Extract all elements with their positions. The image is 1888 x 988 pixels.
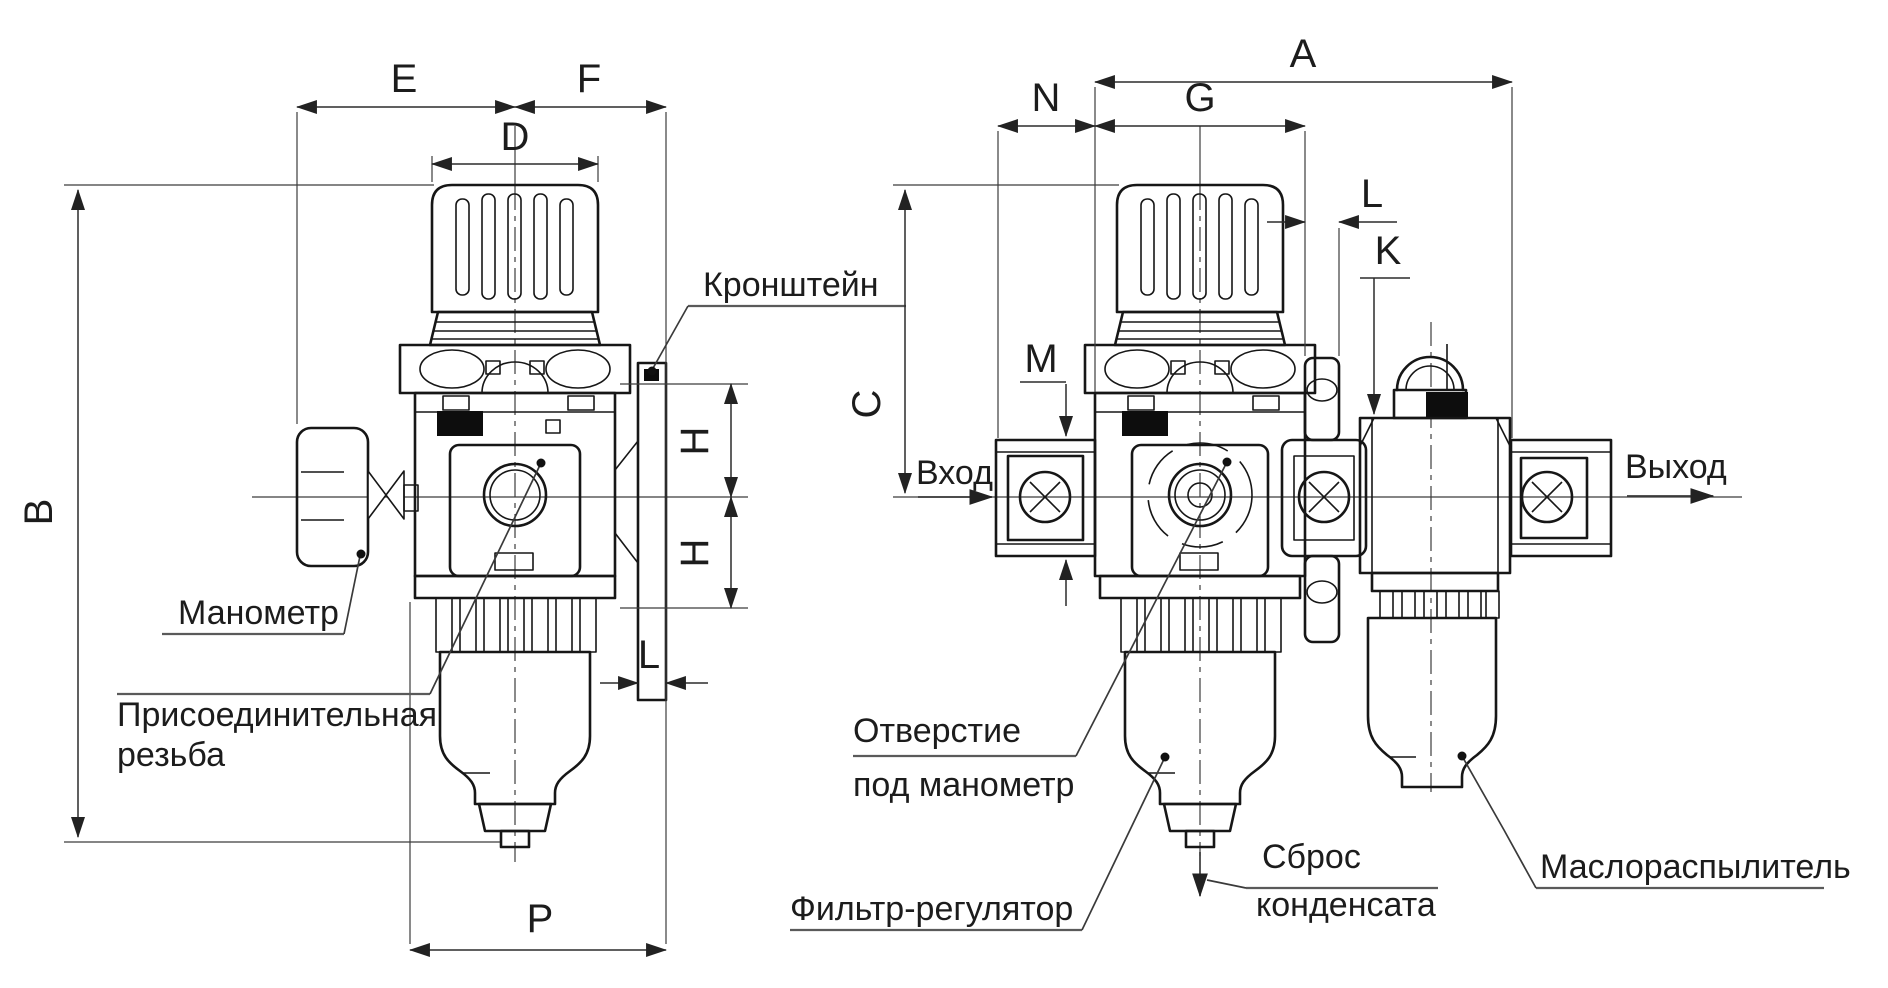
left-drain-boss	[477, 802, 553, 833]
left-filter-bowl	[438, 650, 592, 849]
label-thread-line2: резьба	[117, 736, 225, 774]
left-body-black-port	[437, 411, 483, 436]
lubricator-bowl	[1366, 616, 1498, 789]
left-adjustment-knob	[430, 183, 600, 314]
dim-label-b: B	[17, 499, 61, 526]
right-centerlines	[893, 126, 1742, 856]
inlet-screw-icon	[1018, 470, 1072, 524]
left-view-filter-regulator: E F D B H H L P	[17, 57, 906, 957]
dim-label-d: D	[501, 115, 530, 159]
right-sight-window	[1167, 462, 1233, 528]
right-annotations: Отверстие под манометр Фильтр-регулятор …	[790, 457, 1851, 932]
gauge-valve-icon	[367, 470, 387, 520]
left-drain-stem	[499, 829, 531, 849]
dim-label-n: N	[1032, 76, 1061, 120]
dim-label-f: F	[577, 57, 601, 101]
label-condensate-line1: Сброс	[1262, 838, 1361, 876]
left-dimensions: E F D B H H L P	[17, 57, 748, 957]
dim-label-a: A	[1290, 32, 1317, 76]
dim-label-g: G	[1184, 76, 1215, 120]
dim-label-m: M	[1024, 337, 1057, 381]
label-gauge-port-line1: Отверстие	[853, 712, 1021, 750]
left-sight-window	[482, 462, 548, 528]
label-outlet: Выход	[1625, 448, 1727, 486]
left-pressure-gauge	[295, 426, 419, 568]
dim-label-h-top: H	[673, 427, 717, 456]
label-lubricator: Маслораспылитель	[1540, 848, 1851, 886]
left-regulator-body	[413, 391, 639, 578]
junction-block	[1280, 438, 1368, 558]
dim-label-h-bottom: H	[673, 539, 717, 568]
label-gauge: Манометр	[178, 594, 339, 632]
left-annotations: Кронштейн Манометр Присоединительная рез…	[117, 266, 906, 774]
outlet-port	[1509, 438, 1613, 558]
label-condensate-line2: конденсата	[1256, 886, 1436, 924]
right-dimensions: A N G L K M C	[845, 32, 1514, 606]
label-filter-regulator: Фильтр-регулятор	[790, 890, 1073, 928]
outlet-screw-icon	[1520, 470, 1574, 524]
dim-label-k: K	[1375, 229, 1402, 273]
lubricator-dome	[1395, 355, 1465, 392]
dim-label-l-right: L	[1361, 172, 1383, 216]
dim-label-c: C	[845, 390, 889, 419]
label-thread-line1: Присоединительная	[117, 696, 437, 734]
label-inlet: Вход	[916, 454, 993, 492]
lubricator-unit	[1358, 344, 1512, 789]
right-view-frl-assembly: A N G L K M C	[790, 32, 1851, 932]
label-bracket: Кронштейн	[703, 266, 879, 304]
dim-label-l-left: L	[638, 633, 660, 677]
right-body-black-port	[1122, 411, 1168, 436]
dim-label-e: E	[391, 57, 418, 101]
junction-screw-icon	[1297, 470, 1351, 524]
flow-labels: Вход Выход	[916, 448, 1727, 505]
dim-label-p: P	[527, 897, 554, 941]
label-gauge-port-line2: под манометр	[853, 766, 1074, 804]
lubricator-fill-plug	[1426, 392, 1468, 418]
